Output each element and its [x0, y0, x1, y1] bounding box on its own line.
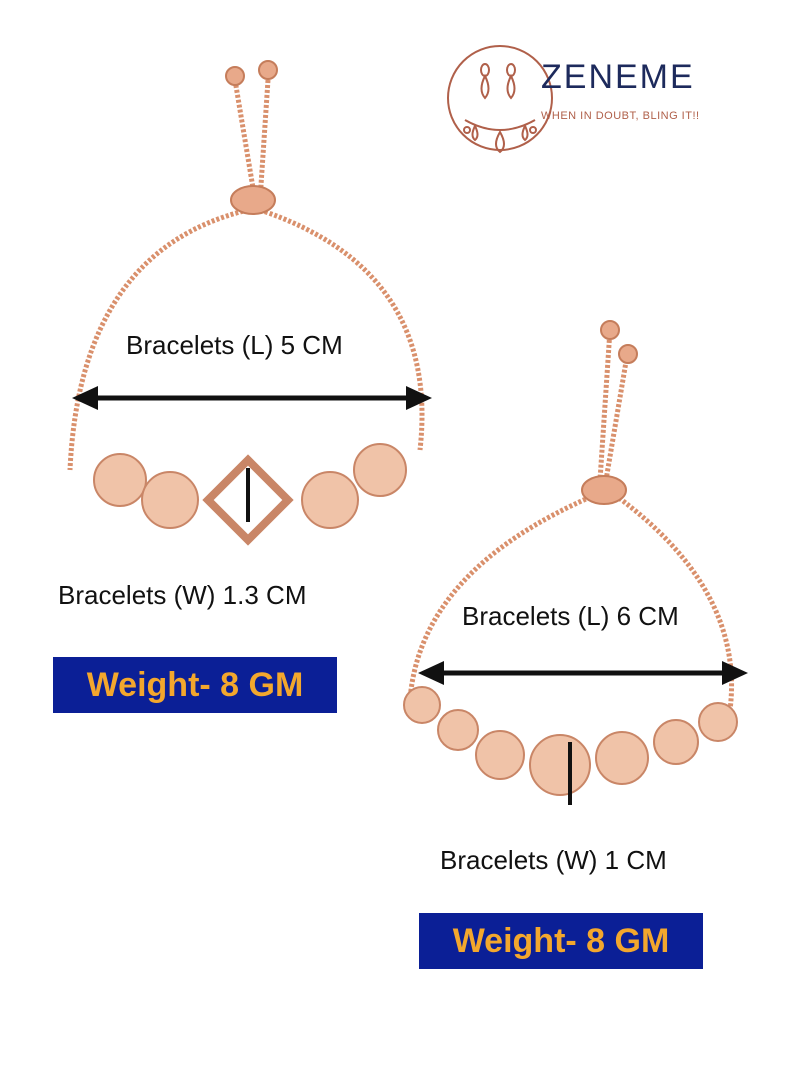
bracelet-1-length-label: Bracelets (L) 5 CM	[126, 330, 343, 360]
brand-tagline: WHEN IN DOUBT, BLING IT!!	[541, 110, 700, 122]
earring-drops-icon	[447, 45, 553, 154]
bracelet-1-weight-badge: Weight- 8 GM	[53, 657, 337, 713]
brand-logo: ZENEME WHEN IN DOUBT, BLING IT!!	[445, 40, 765, 160]
bracelet-2-weight-badge: Weight- 8 GM	[419, 913, 703, 969]
bracelet-2-width-label: Bracelets (W) 1 CM	[440, 845, 667, 875]
bracelet-2-length-arrow	[418, 661, 748, 685]
bracelet-1-length-arrow	[72, 386, 432, 410]
brand-name: ZENEME	[541, 58, 695, 96]
bracelet-1-width-label: Bracelets (W) 1.3 CM	[58, 580, 307, 610]
bracelet-1-image	[67, 60, 425, 546]
bracelet-2-length-label: Bracelets (L) 6 CM	[462, 601, 679, 631]
bracelet-2-image	[403, 320, 738, 805]
bracelet-1-weight-text: Weight- 8 GM	[86, 665, 304, 704]
bracelet-2-weight-text: Weight- 8 GM	[452, 921, 670, 960]
